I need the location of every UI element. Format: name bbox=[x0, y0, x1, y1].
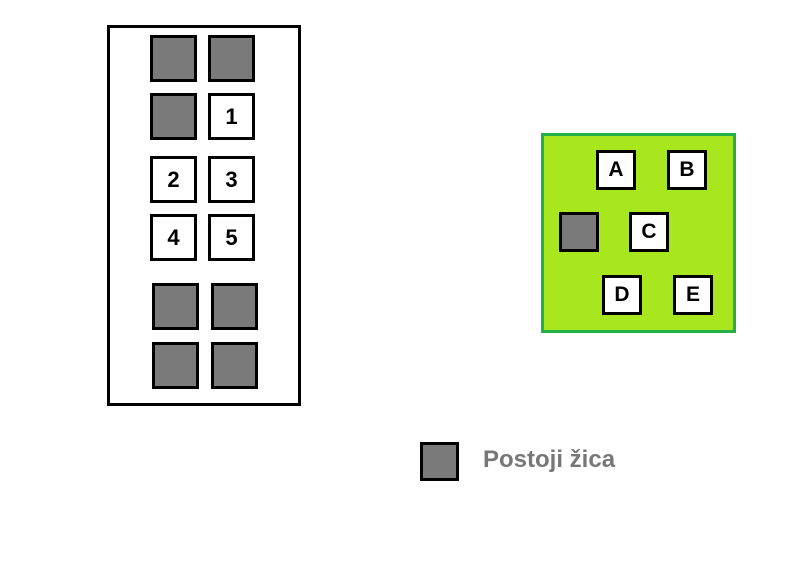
right-pin-wired bbox=[559, 212, 599, 252]
left-pin-10 bbox=[211, 283, 258, 330]
right-pin-c: C bbox=[629, 212, 669, 252]
left-pin-9 bbox=[152, 283, 199, 330]
left-pin-3 bbox=[150, 93, 197, 140]
left-pin-2 bbox=[208, 35, 255, 82]
legend-swatch bbox=[420, 442, 459, 481]
left-connector: 1 2 3 4 5 bbox=[107, 25, 301, 406]
legend-label: Postoji žica bbox=[483, 446, 616, 473]
left-pin-4: 1 bbox=[208, 93, 255, 140]
right-pin-b: B bbox=[667, 150, 707, 190]
left-pin-7: 4 bbox=[150, 214, 197, 261]
left-pin-5: 2 bbox=[150, 156, 197, 203]
left-pin-1 bbox=[150, 35, 197, 82]
left-pin-12 bbox=[211, 342, 258, 389]
left-pin-8: 5 bbox=[208, 214, 255, 261]
right-pin-e: E bbox=[673, 275, 713, 315]
left-pin-6: 3 bbox=[208, 156, 255, 203]
right-pin-d: D bbox=[602, 275, 642, 315]
left-pin-11 bbox=[152, 342, 199, 389]
right-pin-a: A bbox=[596, 150, 636, 190]
right-connector: A B C D E bbox=[541, 133, 736, 333]
